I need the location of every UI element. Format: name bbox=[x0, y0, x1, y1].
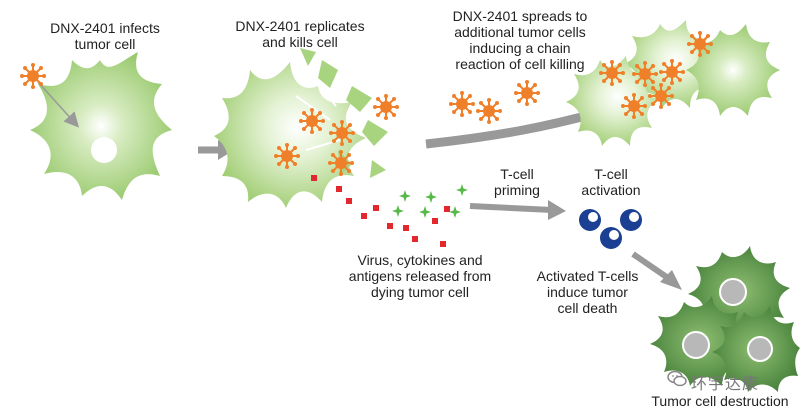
label-line: induce tumor bbox=[547, 284, 628, 300]
tumor-cell-cluster bbox=[566, 20, 780, 146]
virus-icon bbox=[475, 97, 503, 125]
label-line: cell death bbox=[557, 300, 618, 316]
label-line: activation bbox=[581, 182, 641, 198]
label-spread: DNX-2401 spreads to additional tumor cel… bbox=[420, 8, 620, 72]
t-cells bbox=[579, 209, 642, 249]
cytokine-icon bbox=[419, 206, 431, 218]
cell-nucleus bbox=[747, 336, 773, 362]
label-line: DNX-2401 infects bbox=[50, 20, 160, 36]
label-line: T-cell bbox=[594, 166, 628, 182]
label-infect: DNX-2401 infects tumor cell bbox=[20, 20, 190, 52]
label-line: Activated T-cells bbox=[536, 268, 639, 284]
label-line: and kills cell bbox=[262, 34, 338, 50]
activation-arrow bbox=[631, 251, 670, 281]
cell-body bbox=[686, 24, 780, 116]
label-line: Virus, cytokines and bbox=[357, 252, 483, 268]
label-line: Tumor cell destruction bbox=[651, 393, 789, 409]
label-line: antigens released from bbox=[348, 268, 492, 284]
infection-arrow bbox=[37, 81, 80, 128]
virus-icon bbox=[327, 149, 355, 177]
label-line: T-cell bbox=[500, 166, 534, 182]
priming-arrow bbox=[469, 203, 553, 213]
cell-nucleus bbox=[682, 331, 710, 359]
label-line: DNX-2401 replicates bbox=[235, 18, 365, 34]
label-line: dying tumor cell bbox=[370, 284, 470, 300]
virus-icon bbox=[19, 62, 47, 90]
cell-body bbox=[214, 62, 366, 208]
cell-body bbox=[30, 52, 172, 200]
cell-body bbox=[566, 56, 660, 146]
watermark: 环宇达康 bbox=[665, 368, 775, 393]
label-line: additional tumor cells bbox=[454, 24, 586, 40]
label-line: inducing a chain bbox=[469, 40, 571, 56]
virus-icon bbox=[686, 30, 714, 58]
tumor-cell-initial bbox=[19, 52, 172, 200]
label-priming: T-cell priming bbox=[482, 166, 552, 198]
cytokine-icon bbox=[449, 206, 461, 218]
virus-icon bbox=[647, 82, 675, 110]
label-line: DNX-2401 spreads to bbox=[452, 8, 588, 24]
watermark-text: 环宇达康 bbox=[691, 374, 760, 393]
virus-icon bbox=[273, 142, 301, 170]
label-line: reaction of cell killing bbox=[455, 56, 585, 72]
spread-arrow bbox=[425, 107, 602, 149]
cytokine-icon bbox=[456, 184, 468, 196]
label-destruction: Tumor cell destruction bbox=[640, 393, 800, 409]
virus-icon bbox=[620, 92, 648, 120]
priming-arrow-head bbox=[548, 200, 566, 220]
virus-icon bbox=[372, 93, 400, 121]
label-activation: T-cell activation bbox=[566, 166, 656, 198]
cell-nucleus bbox=[91, 137, 117, 163]
tumor-cells-destroyed bbox=[650, 246, 800, 392]
label-line: priming bbox=[494, 182, 540, 198]
antigen-markers bbox=[311, 175, 450, 247]
virus-icon bbox=[328, 119, 356, 147]
cytokine-icon bbox=[425, 191, 437, 203]
virus-icon bbox=[658, 58, 686, 86]
released-particles bbox=[311, 175, 468, 247]
activation-arrow-head bbox=[660, 270, 682, 290]
label-replicate: DNX-2401 replicates and kills cell bbox=[215, 18, 385, 50]
label-activated: Activated T-cells induce tumor cell deat… bbox=[520, 268, 655, 316]
cell-nucleus bbox=[719, 278, 747, 306]
cytokine-icon bbox=[399, 190, 411, 202]
wechat-icon bbox=[667, 370, 687, 387]
virus-icon bbox=[513, 79, 541, 107]
cytokine-icon bbox=[392, 205, 404, 217]
label-released: Virus, cytokines and antigens released f… bbox=[325, 252, 515, 300]
virus-icon bbox=[631, 60, 659, 88]
virus-icon bbox=[298, 107, 326, 135]
label-line: tumor cell bbox=[74, 36, 136, 52]
virus-icon bbox=[448, 90, 476, 118]
tumor-cell-bursting bbox=[214, 48, 400, 208]
